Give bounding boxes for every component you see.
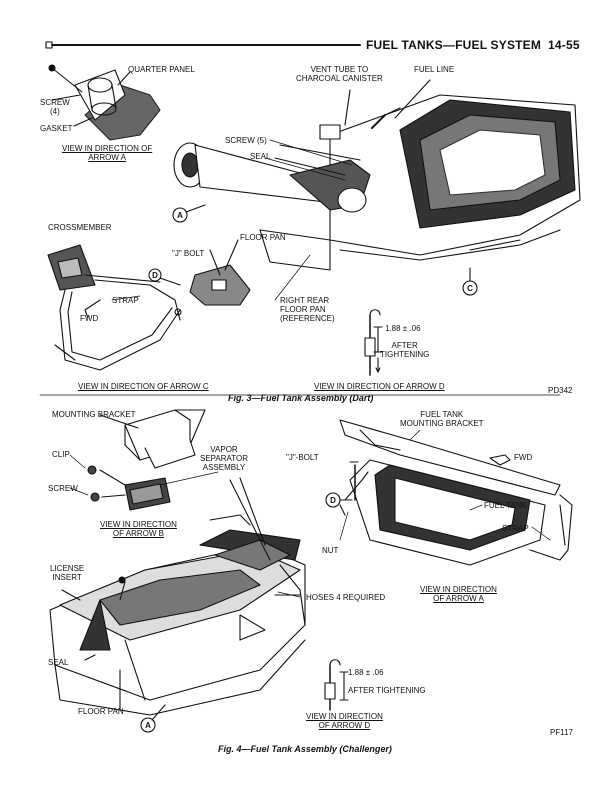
label-view-arrow-d-fig4: VIEW IN DIRECTION OF ARROW D <box>306 712 383 730</box>
figure-code-fig4: PF117 <box>550 728 573 737</box>
label-j-bolt-fig3: "J" BOLT <box>172 249 205 258</box>
arrow-d-letter-fig3: D <box>152 271 158 280</box>
label-dimension-fig4: 1.88 ± .06 <box>348 668 384 677</box>
label-license-insert: LICENSE INSERT <box>50 564 85 582</box>
label-view-arrow-a-fig4: VIEW IN DIRECTION OF ARROW A <box>420 585 497 603</box>
label-view-arrow-a-fig3: VIEW IN DIRECTION OF ARROW A <box>62 144 153 162</box>
figure-caption-fig3: Fig. 3—Fuel Tank Assembly (Dart) <box>228 393 374 403</box>
mounting-bracket-drawing <box>99 409 206 469</box>
label-view-arrow-d-fig3: VIEW IN DIRECTION OF ARROW D <box>314 382 445 391</box>
label-fuel-tank-mounting-bracket: FUEL TANK MOUNTING BRACKET <box>400 410 484 428</box>
label-hoses: HOSES 4 REQUIRED <box>306 593 386 602</box>
label-seal-fig4: SEAL <box>48 658 69 667</box>
label-mounting-bracket: MOUNTING BRACKET <box>52 410 136 419</box>
label-fuel-tank: FUEL TANK <box>484 501 527 510</box>
arrow-d-letter-fig4: D <box>330 496 336 505</box>
leaders-fig3 <box>111 139 353 301</box>
vapor-separator-drawing <box>87 465 171 511</box>
arrow-c-marker <box>462 267 478 296</box>
challenger-tank-bracket-drawing <box>325 419 573 566</box>
section-title: FUEL TANKS—FUEL SYSTEM <box>366 38 542 52</box>
label-strap-fig3: STRAP <box>112 296 139 305</box>
label-vapor-separator: VAPOR SEPARATOR ASSEMBLY <box>200 445 249 472</box>
arrow-a-marker-fig3 <box>172 204 206 223</box>
dart-fuel-tank-drawing <box>259 79 581 271</box>
figure-caption-fig4: Fig. 4—Fuel Tank Assembly (Challenger) <box>218 744 392 754</box>
label-gasket: GASKET <box>40 124 73 133</box>
label-strap-fig4: STRAP <box>502 524 529 533</box>
label-right-rear-floor-pan: RIGHT REAR FLOOR PAN (REFERENCE) <box>280 296 335 323</box>
label-screw-fig4: SCREW <box>48 484 78 493</box>
label-clip: CLIP <box>52 450 70 459</box>
floor-pan-detail-drawing <box>148 239 251 306</box>
arrow-a-letter-fig4: A <box>145 721 151 730</box>
label-floor-pan-fig4: FLOOR PAN <box>78 707 124 716</box>
label-fwd-fig4: FWD <box>514 453 533 462</box>
label-view-arrow-c: VIEW IN DIRECTION OF ARROW C <box>78 382 209 391</box>
leaders-fig4 <box>69 454 301 598</box>
label-j-bolt-fig4: "J"-BOLT <box>286 453 319 462</box>
arrow-a-letter-fig3: A <box>177 211 183 220</box>
label-screw-4: SCREW (4) <box>40 98 70 116</box>
label-quarter-panel: QUARTER PANEL <box>128 65 195 74</box>
label-crossmember: CROSSMEMBER <box>48 223 112 232</box>
crossmember-strap-drawing <box>47 244 182 371</box>
label-fuel-line: FUEL LINE <box>414 65 455 74</box>
label-after-tightening-fig3: AFTER TIGHTENING <box>380 341 430 359</box>
challenger-fuel-tank-drawing <box>49 477 306 733</box>
label-dimension-fig3: 1.88 ± .06 <box>385 324 421 333</box>
label-screw-5: SCREW (5) <box>225 136 267 145</box>
quarter-panel-drawing <box>48 64 161 141</box>
j-bolt-dimension-fig4 <box>324 659 349 711</box>
label-floor-pan-fig3: FLOOR PAN <box>240 233 286 242</box>
page-number: 14-55 <box>548 38 580 52</box>
j-bolt-dimension-fig3 <box>364 309 383 376</box>
header-rule <box>45 41 361 49</box>
label-seal-fig3: SEAL <box>250 152 271 161</box>
label-after-tightening-fig4: AFTER TIGHTENING <box>348 686 426 695</box>
label-view-arrow-b: VIEW IN DIRECTION OF ARROW B <box>100 520 177 538</box>
label-fwd-fig3: FWD <box>80 314 99 323</box>
label-vent-tube: VENT TUBE TO CHARCOAL CANISTER <box>296 65 383 83</box>
arrow-c-letter: C <box>467 284 473 293</box>
filler-neck-drawing <box>173 142 371 213</box>
label-nut: NUT <box>322 546 339 555</box>
figure-code-fig3: PD342 <box>548 386 573 395</box>
